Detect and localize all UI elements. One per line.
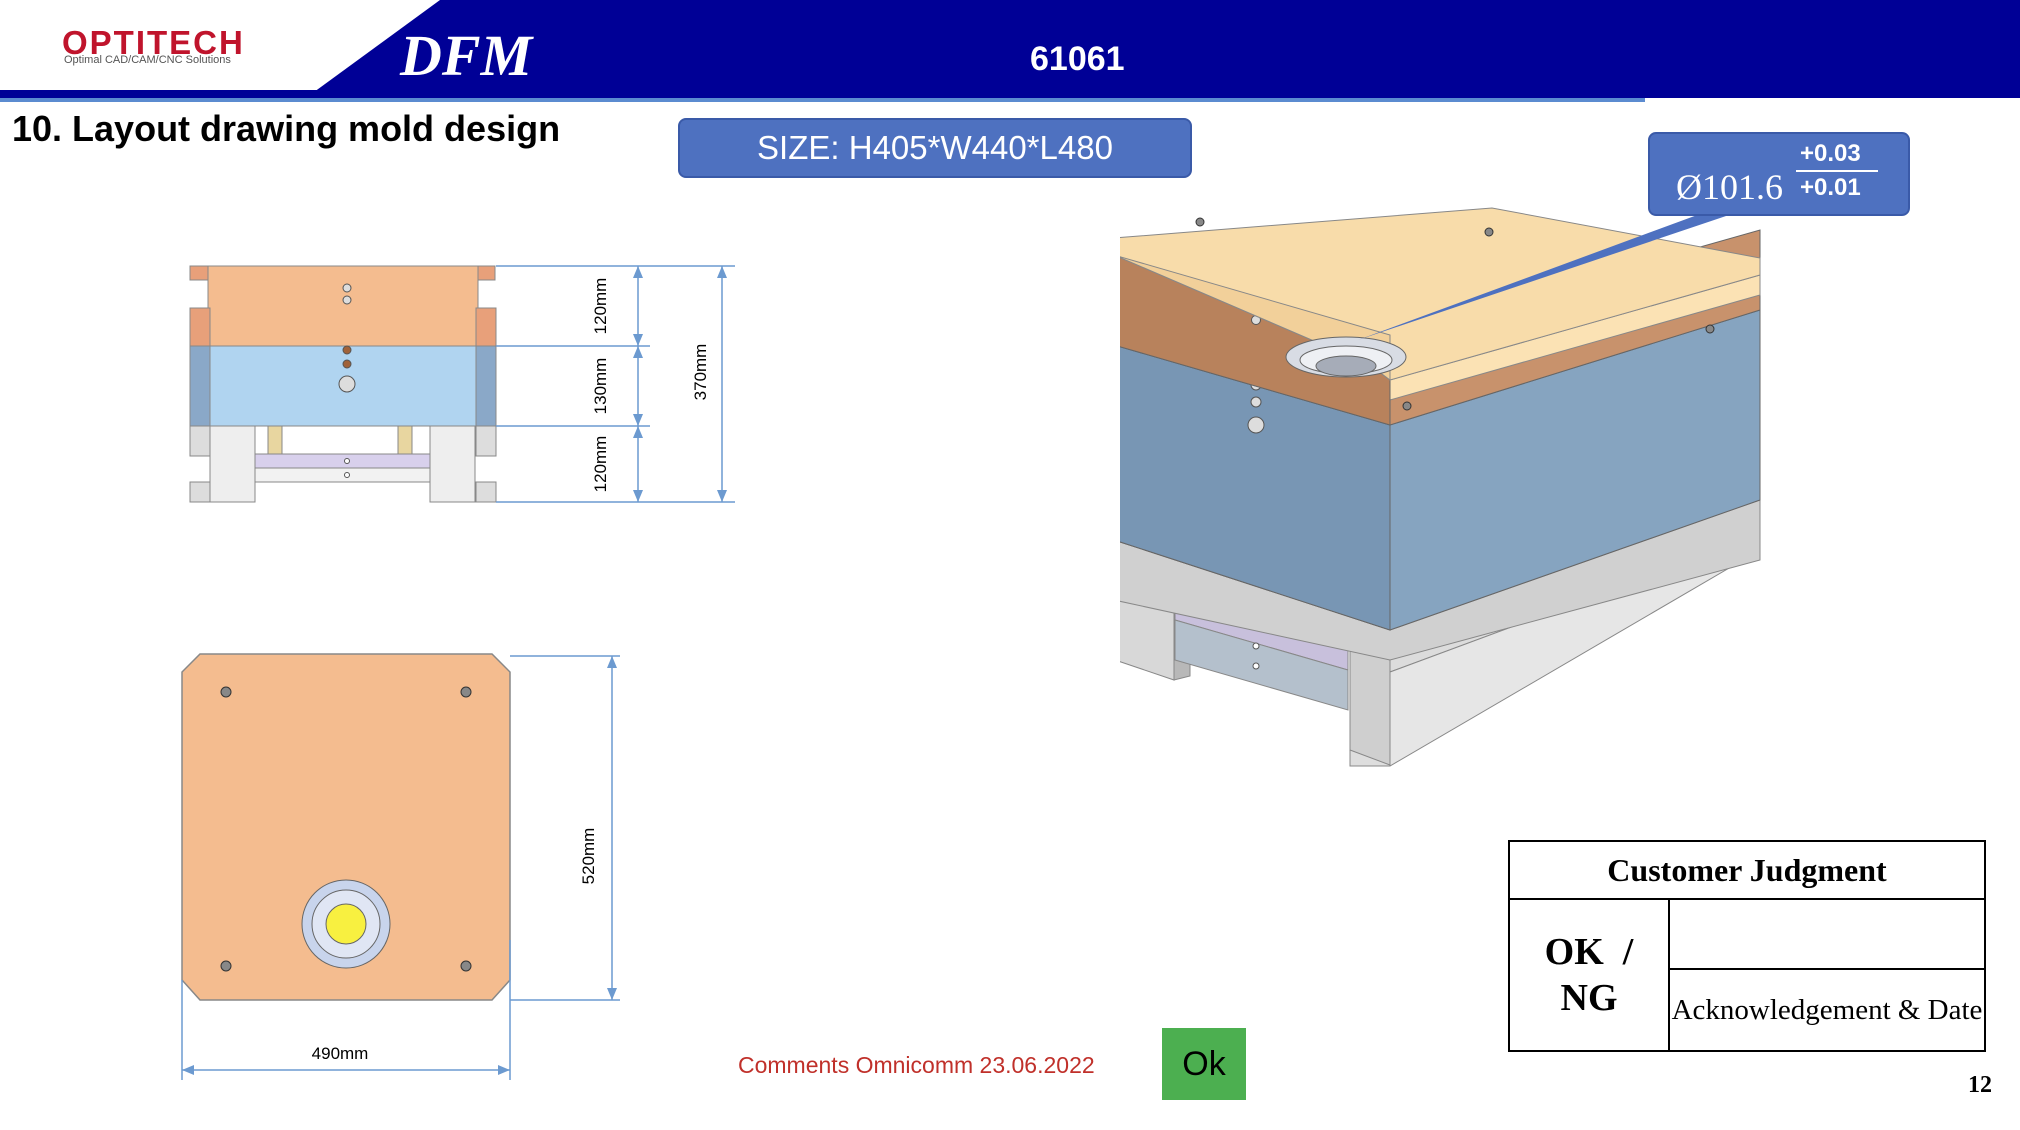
pin	[397, 425, 413, 455]
size-label-box: SIZE: H405*W440*L480	[678, 118, 1192, 178]
arrow-up-icon	[633, 426, 643, 438]
ejector-retainer	[1174, 619, 1349, 711]
screw-icon	[460, 960, 472, 972]
hole-icon	[342, 345, 352, 355]
dim-top-plate: 120mm	[591, 278, 610, 335]
page-title: 10. Layout drawing mold design	[12, 108, 561, 149]
arrow-left-icon	[182, 1065, 194, 1075]
ok-ng-line2: NG	[1560, 977, 1618, 1019]
middle-plate-edge-right	[475, 345, 497, 427]
arrow-down-icon	[607, 988, 617, 1000]
tolerance-lower: +0.01	[1800, 174, 1861, 201]
top-plate-plan	[181, 653, 511, 1001]
header-title: DFM	[400, 23, 533, 88]
sprue-bushing	[325, 903, 367, 945]
isometric-mold-drawing	[1120, 207, 1761, 767]
comments-note: Comments Omnicomm 23.06.2022	[738, 1052, 1095, 1078]
top-plate-side-right	[475, 307, 497, 347]
page-number: 12	[1968, 1072, 1992, 1098]
dim-bottom-plate: 120mm	[591, 436, 610, 493]
ejector-retainer	[254, 467, 431, 483]
screw-icon	[1705, 324, 1715, 334]
header-underline	[0, 98, 1645, 102]
arrow-up-icon	[633, 346, 643, 358]
hole-icon	[342, 359, 352, 369]
hole-icon	[342, 283, 352, 293]
size-label: SIZE: H405*W440*L480	[757, 129, 1113, 166]
arrow-down-icon	[633, 414, 643, 426]
middle-plate-edge-left	[189, 345, 211, 427]
diameter-callout: Ø101.6 +0.03 +0.01	[1648, 132, 1910, 216]
bottom-foot-left	[189, 481, 211, 503]
ok-label: Ok	[1182, 1044, 1226, 1083]
side-elevation-drawing: 120mm 130mm 120mm 370mm	[189, 265, 735, 503]
plan-view-drawing: 520mm 490mm	[181, 653, 620, 1080]
arrow-down-icon	[633, 490, 643, 502]
top-clamp-front-edge	[1120, 256, 1391, 381]
ok-ng-line1: OK /	[1544, 931, 1634, 973]
screw-icon	[220, 960, 232, 972]
callout-pointer	[1358, 214, 1732, 340]
arrow-down-icon	[633, 334, 643, 346]
tolerance-upper: +0.03	[1800, 140, 1861, 167]
hole-icon	[344, 472, 350, 478]
tolerance-divider	[1796, 170, 1878, 172]
hole-icon	[1252, 662, 1260, 670]
screw-icon	[460, 686, 472, 698]
arrow-up-icon	[717, 266, 727, 278]
bottom-side-right	[475, 425, 497, 457]
pin	[267, 425, 283, 455]
support-block-left	[209, 425, 256, 503]
screw-icon	[1484, 227, 1494, 237]
diameter-value: Ø101.6	[1676, 167, 1783, 207]
arrow-down-icon	[717, 490, 727, 502]
arrow-up-icon	[607, 656, 617, 668]
top-plate-side-left	[189, 307, 211, 347]
ok-status-badge: Ok	[1162, 1028, 1246, 1100]
bottom-foot-right	[475, 481, 497, 503]
acknowledgement-cell: Acknowledgement & Date	[1671, 994, 1983, 1026]
support-block-front-right	[1349, 644, 1391, 766]
dim-plan-height: 520mm	[579, 828, 598, 885]
customer-judgment-table: Customer Judgment OK / NG Acknowledgemen…	[1508, 840, 1986, 1052]
top-plate	[207, 265, 479, 347]
hole-icon	[338, 375, 356, 393]
bottom-side-left	[189, 425, 211, 457]
screw-icon	[1195, 217, 1205, 227]
ejector-plate	[254, 453, 431, 469]
arrow-right-icon	[498, 1065, 510, 1075]
hole-icon	[342, 295, 352, 305]
hole-icon	[344, 458, 350, 464]
hole-icon	[1250, 396, 1262, 408]
ok-ng-cell[interactable]: OK / NG	[1510, 900, 1670, 1050]
screw-icon	[220, 686, 232, 698]
dim-plan-width: 490mm	[312, 1044, 369, 1063]
screw-icon	[1402, 401, 1412, 411]
support-block-right	[429, 425, 476, 503]
arrow-up-icon	[633, 266, 643, 278]
dim-total-height: 370mm	[691, 344, 710, 401]
dim-middle-plate: 130mm	[591, 358, 610, 415]
header-project-code: 61061	[1030, 40, 1125, 78]
sprue-hole	[1315, 355, 1377, 377]
hole-icon	[1252, 642, 1260, 650]
signature-cell[interactable]	[1670, 900, 1984, 970]
judgment-header: Customer Judgment	[1510, 842, 1984, 900]
company-tagline: Optimal CAD/CAM/CNC Solutions	[64, 54, 231, 66]
company-logo: OPTITECH	[62, 24, 245, 61]
hole-icon	[1247, 416, 1265, 434]
